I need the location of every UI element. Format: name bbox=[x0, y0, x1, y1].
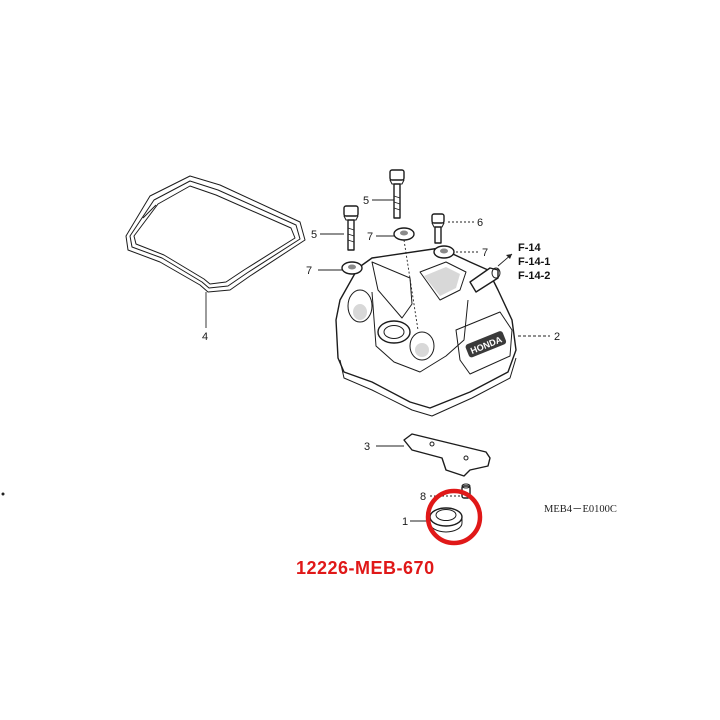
reference-f14: F-14 bbox=[518, 242, 542, 254]
cylinder-head-cover: HONDA bbox=[335, 247, 517, 417]
callout-plate: 3 bbox=[364, 441, 370, 453]
stray-dot bbox=[1, 492, 5, 496]
head-cover-gasket bbox=[125, 175, 306, 293]
bolt-right bbox=[431, 213, 445, 244]
washer-left bbox=[341, 261, 363, 275]
callout-cover: 2 bbox=[554, 331, 560, 343]
callout-bolt-right: 6 bbox=[477, 217, 483, 229]
washer-right bbox=[433, 245, 455, 259]
washer-center bbox=[393, 227, 415, 241]
part-number: 12226-MEB-670 bbox=[296, 558, 435, 578]
callout-washer-left: 7 bbox=[306, 265, 312, 277]
leader-line bbox=[403, 239, 419, 331]
arrow-head-icon bbox=[506, 254, 512, 259]
callout-bolt-center: 5 bbox=[363, 195, 369, 207]
callout-washer-center: 7 bbox=[367, 231, 373, 243]
reference-f14-2: F-14-2 bbox=[518, 270, 550, 282]
diagram-code: MEB4－E0100C bbox=[544, 504, 617, 515]
callout-seal: 1 bbox=[402, 516, 408, 528]
bolt-left bbox=[343, 205, 359, 251]
callout-pin: 8 bbox=[420, 491, 426, 503]
setting-plate bbox=[403, 433, 491, 477]
callout-bolt-left: 5 bbox=[311, 229, 317, 241]
bolt-center bbox=[389, 169, 405, 219]
reference-f14-1: F-14-1 bbox=[518, 256, 550, 268]
highlight-circle bbox=[425, 488, 483, 546]
seal-ring bbox=[429, 507, 463, 533]
callout-washer-right: 7 bbox=[482, 247, 488, 259]
callout-gasket: 4 bbox=[202, 331, 208, 343]
